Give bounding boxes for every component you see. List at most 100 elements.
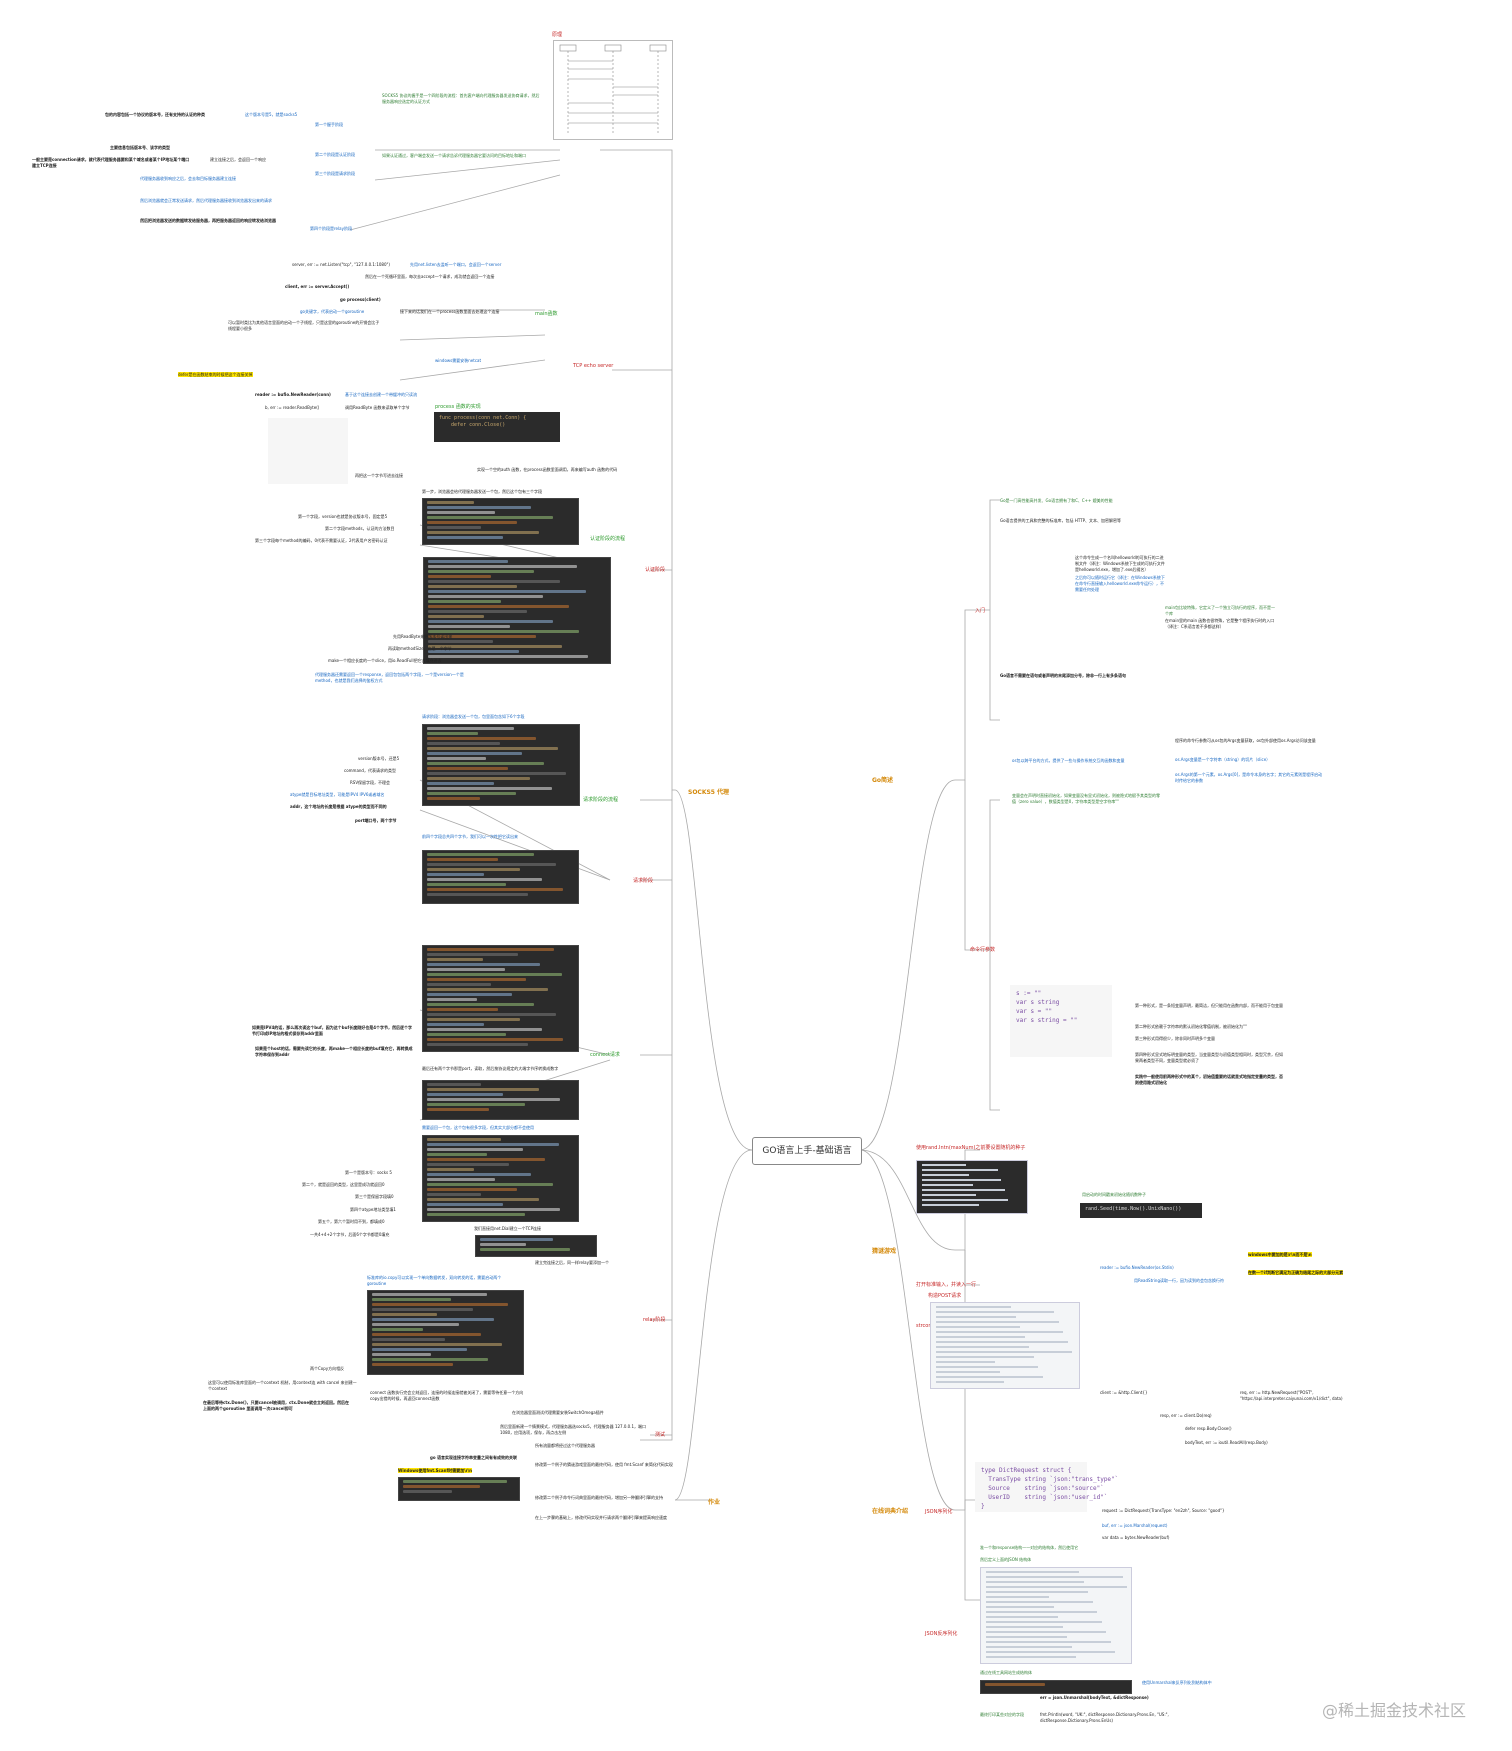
note-hw2: 修改第二个例子命令行词典里面的最终代码，增加另一种翻译引擎的支持 (535, 1495, 663, 1500)
note-client: client := &http.Client{} (1100, 1390, 1148, 1395)
code-process-func: func process(conn net.Conn) { defer conn… (434, 412, 560, 442)
note-response-packet: 需要返回一个包，这个包有很多字段，但其实大部分都不会使用 (422, 1125, 534, 1130)
note-go-process: go process(client) (340, 297, 381, 302)
central-topic[interactable]: GO语言上手-基础语言 (752, 1137, 862, 1165)
note-return-response: 建立连接之后，会返回一个响应 (210, 157, 266, 162)
note-defer: defer是在函数结束的时候把这个连接关掉 (178, 372, 338, 378)
note-reader-code: reader := bufio.NewReader(conn) (255, 392, 331, 397)
code-line (427, 1148, 524, 1151)
code-line (428, 595, 544, 598)
code-line (427, 727, 515, 730)
note-defer-text: defer是在函数结束的时候把这个连接关掉 (178, 372, 253, 377)
code-line (372, 1293, 487, 1296)
code-line (428, 600, 501, 603)
code-line (427, 521, 517, 524)
note-netcat: windows需要安装netcat (435, 358, 482, 363)
note-write-back: 再把这一个字节写进去连接 (355, 473, 403, 478)
code-line (427, 958, 483, 961)
sub-auth-flow[interactable]: 认证阶段的流程 (590, 536, 626, 542)
branch-guess-game[interactable]: 猜谜游戏 (872, 1248, 897, 1255)
code-line (427, 883, 507, 886)
sub-test[interactable]: 测试 (655, 1432, 666, 1438)
note-zero-value: 变量会在声明时直接初始化，如果变量没有显式初始化，则被隐式地赋予其类型的零值（z… (1012, 793, 1160, 804)
note-resp-type: 第二个，就是返回的类型，这里是成功就返回0 (302, 1182, 385, 1187)
code-line (428, 640, 494, 643)
screenshot-row (986, 1616, 1058, 1618)
code-line (427, 973, 562, 976)
note-auth-step1: 第一步，浏览器会给代理服务器发送一个包，然后这个包有三个字段 (422, 489, 542, 494)
sub-read-input[interactable]: 打开标准输入，并读入一行 (916, 1282, 977, 1288)
code-line (427, 863, 556, 866)
code-line (428, 585, 518, 588)
note-proxy-connect: 代理服务器收到响应之后，会去和目标服务器建立连接 (140, 176, 236, 181)
code-line (427, 1023, 485, 1026)
note-var-form1: 第一种形式，是一条短变量声明，最简洁，但只能用在函数内部，而不能用于包变量 (1135, 1003, 1283, 1008)
code-line (427, 948, 555, 951)
sub-connect[interactable]: connect请求 (590, 1052, 620, 1058)
code-line (427, 777, 530, 780)
note-if-check: 在数一个if判断它满足为正确为结尾之际的大部分元素 (1248, 1270, 1358, 1276)
note-go-build: 这个命令生成一个名叫helloworld的可执行的二进制文件（译注：Window… (1075, 555, 1165, 572)
note-hw3: 在上一步骤的基础上，修改代码实现并行请求两个翻译引擎来提高响应速度 (535, 1515, 667, 1520)
post-request-screenshot (930, 1302, 1080, 1389)
sub-rand-seed[interactable]: 使用rand.Intn(maxNum)之前要设置随机的种子 (916, 1145, 1026, 1151)
code-dict-struct: type DictRequest struct { TransType stri… (975, 1462, 1118, 1512)
screenshot-row (986, 1636, 1067, 1638)
note-accept-code: client, err := server.Accept() (285, 284, 350, 289)
note-args-zero: os.Args的第一个元素，os.Args[0]，是命令本身的名字；其它的元素则… (1175, 772, 1323, 783)
branch-online-dict[interactable]: 在线词典介绍 (872, 1508, 909, 1515)
note-auth-response: 代理服务器还需要返回一个response，返回包包括两个字段，一个是versio… (315, 672, 464, 683)
note-readbyte-code: b, err := reader.ReadByte() (265, 405, 320, 410)
sub-request[interactable]: 请求阶段 (633, 878, 654, 884)
note-reader-stdin: reader := bufio.NewReader(os.Stdin) (1100, 1265, 1174, 1270)
code-line (372, 1353, 431, 1356)
note-gen-tool: 通过在线工具网站生成结构体 (980, 1670, 1032, 1675)
code-line (372, 1323, 459, 1326)
note-scanf-text: Windows使用fmt.Scanf时需要加\r\n (398, 1468, 472, 1473)
note-go-perf: Go是一门高性能高并发、Go语言拥有了和C、C++ 媲美的性能 (1000, 498, 1113, 503)
code-line (427, 1198, 539, 1201)
screenshot-row (936, 1326, 1021, 1328)
sub-tcp-server[interactable]: TCP echo server (573, 363, 614, 369)
note-define-json: 然后定义上面的JSON 结构体 (980, 1557, 1032, 1562)
sub-auth[interactable]: 认证阶段 (645, 567, 666, 573)
sub-main-func[interactable]: main函数 (535, 311, 558, 317)
note-forward-data: 然后把浏览器发送的数据转发给服务器，再把服务器返回的响应转发给浏览器 (140, 218, 276, 223)
note-phase-2: 第二个阶段是认证阶段 (315, 152, 355, 157)
code-auth-packet (422, 498, 579, 545)
screenshot-row (986, 1601, 1093, 1603)
code-line (372, 1318, 495, 1321)
screenshot-row (986, 1641, 1111, 1643)
branch-socks5[interactable]: SOCKS5 代理 (688, 789, 730, 796)
code-line (427, 747, 559, 750)
screenshot-row (936, 1321, 1059, 1323)
note-defer-close: defer resp.Body.Close() (1185, 1426, 1232, 1431)
code-line (427, 1188, 517, 1191)
branch-homework[interactable]: 作业 (708, 1499, 721, 1506)
sub-getting-started[interactable]: 入门 (975, 608, 986, 614)
code-line (372, 1348, 467, 1351)
code-line (427, 1013, 556, 1016)
note-seed-desc: 用启动的时间戳来初始化随机数种子 (1082, 1192, 1146, 1197)
sub-principle[interactable]: 原理 (552, 32, 563, 38)
note-var-form3: 第三种形式用得很少，除非同时声明多个变量 (1135, 1036, 1215, 1041)
screenshot-row (986, 1621, 1102, 1623)
code-line (428, 635, 536, 638)
note-resp-atype: 第四个atype地址类型填1 (350, 1207, 396, 1212)
note-no-semicolon: Go语言不需要在语句或者声明的末尾添加分号，除非一行上有多条语句 (1000, 673, 1127, 678)
screenshot-row (936, 1351, 1073, 1353)
sub-json-parse[interactable]: JSON反序列化 (925, 1631, 958, 1637)
screenshot-row (936, 1366, 1039, 1368)
branch-go-intro[interactable]: Go简述 (872, 777, 894, 784)
code-line (372, 1338, 445, 1341)
code-line (428, 580, 561, 583)
sub-request-flow[interactable]: 请求阶段的流程 (583, 797, 619, 803)
code-line (428, 605, 570, 608)
sub-process-flow[interactable]: process 函数的实现 (435, 404, 481, 410)
sub-post-request[interactable]: 构造POST请求 (928, 1293, 962, 1299)
sub-cli-args[interactable]: 命令行参数 (970, 947, 996, 953)
sub-json-serialize[interactable]: JSON序列化 (925, 1509, 953, 1515)
code-line (427, 858, 499, 861)
note-unmarshal-desc: 使用Unmarshal来反序列化到结构体中 (1142, 1680, 1212, 1685)
sub-relay[interactable]: relay阶段 (643, 1317, 666, 1323)
